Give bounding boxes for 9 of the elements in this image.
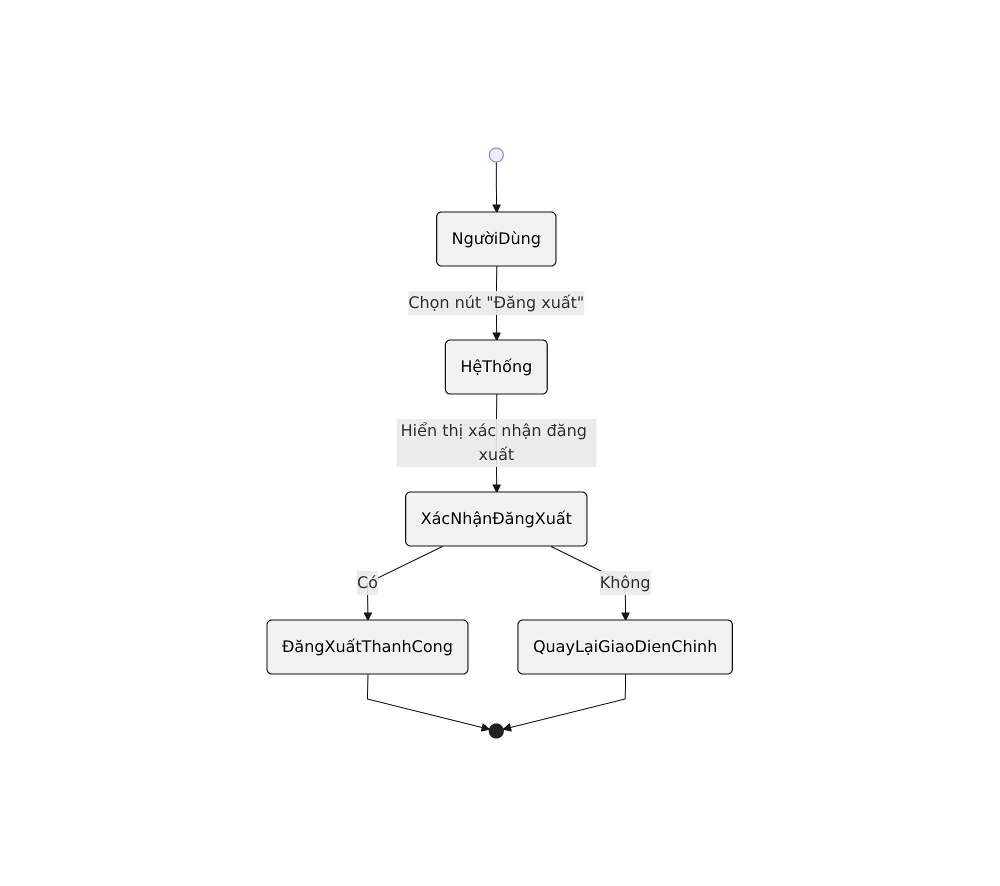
arrow bbox=[503, 674, 626, 732]
edge-label: Chọn nút "Đăng xuất" bbox=[408, 293, 585, 312]
arrow bbox=[492, 162, 502, 213]
edge-label: Không bbox=[600, 573, 651, 592]
edge-label: Hiển thị xác nhận đăng xuất bbox=[400, 421, 588, 464]
arrow bbox=[364, 546, 444, 621]
edge-label: Có bbox=[357, 573, 378, 592]
arrow bbox=[367, 674, 490, 732]
node-circle bbox=[489, 148, 504, 162]
